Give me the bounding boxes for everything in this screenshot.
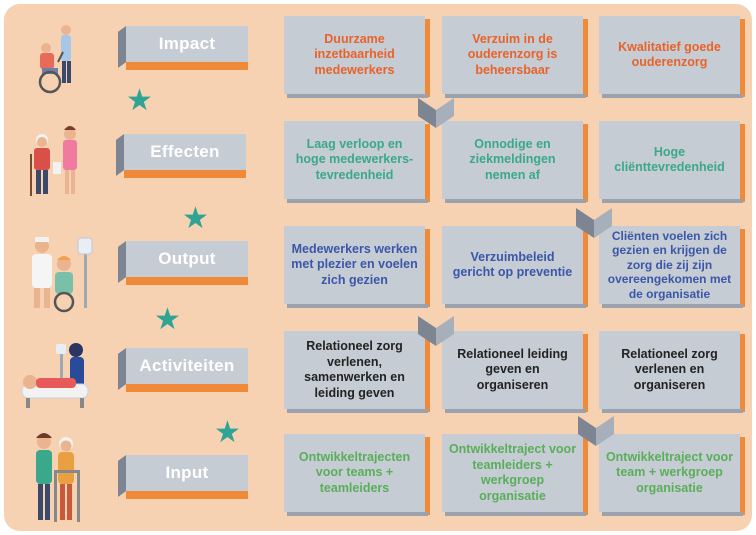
card-effecten-2: Onnodige en ziekmeldingen nemen af (442, 121, 588, 203)
row-label-effecten: Effecten (116, 134, 246, 178)
card-effecten-3: Hoge cliënttevredenheid (599, 121, 745, 203)
diagram-canvas: Impact Effecten Output Activiteiten Inpu… (4, 4, 752, 531)
card-text: Ontwikkeltraject voor team + werkgroep o… (605, 449, 734, 495)
card-activiteiten-3: Relationeel zorg verlenen en organiseren (599, 331, 745, 413)
nurse-patient-illustration (32, 237, 93, 313)
star-icon: ★ (214, 416, 241, 449)
star-icon: ★ (126, 84, 153, 117)
row-label-activiteiten: Activiteiten (118, 348, 248, 392)
card-text: Medewerkers werken met plezier en voelen… (291, 241, 418, 287)
hospital-bed-illustration (21, 343, 89, 408)
chevron-down-icon (578, 416, 614, 446)
card-activiteiten-1: Relationeel zorg verlenen, samenwerken e… (284, 331, 430, 413)
card-input-3: Ontwikkeltraject voor team + werkgroep o… (599, 434, 745, 516)
card-text: Laag verloop en hoge medewerkers-tevrede… (295, 136, 414, 182)
caregiver-wheelchair-illustration (38, 25, 71, 94)
card-text: Relationeel zorg verlenen, samenwerken e… (304, 339, 405, 400)
card-text: Duurzame inzetbaarheid medewerkers (314, 31, 395, 77)
row-label-text: Output (158, 249, 216, 268)
row-label-impact: Impact (118, 26, 248, 70)
row-label-text: Activiteiten (139, 356, 235, 375)
card-impact-3: Kwalitatief goede ouderenzorg (599, 16, 745, 98)
card-effecten-1: Laag verloop en hoge medewerkers-tevrede… (284, 121, 430, 203)
card-input-2: Ontwikkeltraject voor teamleiders + werk… (442, 434, 588, 516)
card-input-1: Ontwikkeltrajecten voor teams + teamleid… (284, 434, 430, 516)
card-output-1: Medewerkers werken met plezier en voelen… (284, 226, 430, 308)
card-activiteiten-2: Relationeel leiding geven en organiseren (442, 331, 588, 413)
card-text: Onnodige en ziekmeldingen nemen af (469, 136, 556, 182)
elderly-walker-illustration (36, 433, 80, 522)
chevron-down-icon (418, 316, 454, 346)
card-text: Ontwikkeltraject voor teamleiders + werk… (448, 442, 577, 503)
card-text: Cliënten voelen zich gezien en krijgen d… (607, 228, 732, 301)
card-text: Relationeel leiding geven en organiseren (457, 346, 568, 392)
row-label-text: Effecten (150, 142, 220, 161)
caregiver-elderly-illustration (30, 126, 77, 196)
star-icon: ★ (182, 202, 209, 235)
row-label-output: Output (118, 241, 248, 285)
card-text: Hoge cliënttevredenheid (614, 144, 725, 175)
card-output-2: Verzuimbeleid gericht op preventie (442, 226, 588, 308)
chevron-down-icon (418, 98, 454, 128)
card-text: Ontwikkeltrajecten voor teams + teamleid… (298, 449, 411, 495)
star-icon: ★ (154, 303, 181, 336)
row-label-input: Input (118, 455, 248, 499)
chevron-down-icon (576, 208, 612, 238)
card-impact-2: Verzuim in de ouderenzorg is beheersbaar (442, 16, 588, 98)
row-label-text: Input (165, 463, 209, 482)
card-text: Verzuim in de ouderenzorg is beheersbaar (467, 31, 558, 77)
card-text: Relationeel zorg verlenen en organiseren (621, 346, 718, 392)
card-text: Kwalitatief goede ouderenzorg (618, 39, 721, 70)
card-impact-1: Duurzame inzetbaarheid medewerkers (284, 16, 430, 98)
card-text: Verzuimbeleid gericht op preventie (452, 249, 573, 280)
card-output-3: Cliënten voelen zich gezien en krijgen d… (599, 226, 745, 308)
row-label-text: Impact (158, 34, 216, 53)
